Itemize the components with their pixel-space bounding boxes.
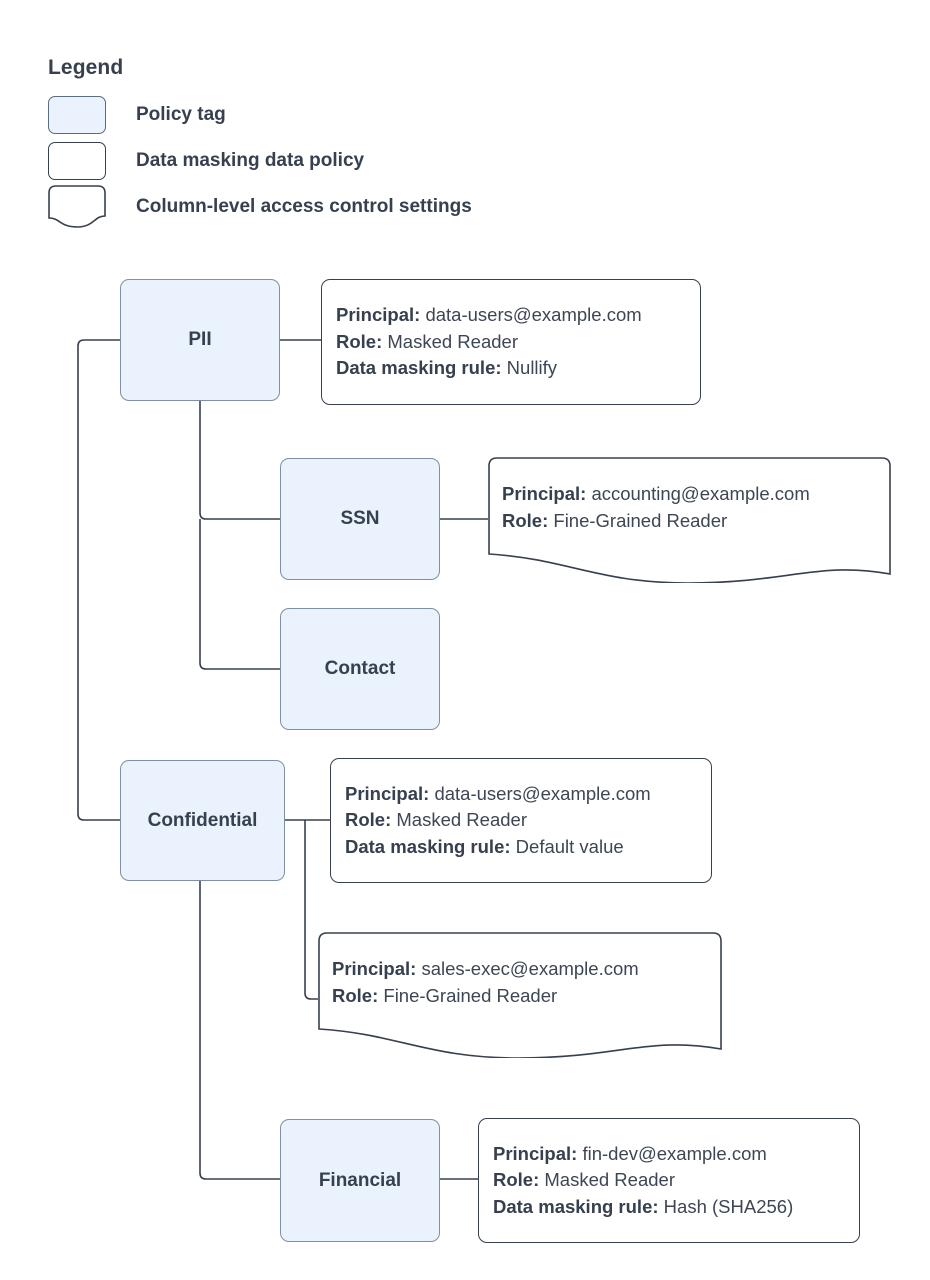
legend-item-column-access: Column-level access control settings — [48, 184, 472, 230]
policy-line: Data masking rule: Default value — [345, 834, 697, 861]
node-financial-label: Financial — [318, 1169, 402, 1191]
policy-line-value: fin-dev@example.com — [582, 1142, 767, 1164]
policy-tag-swatch-wrap — [48, 96, 106, 134]
policy-box-financial[interactable]: Principal: fin-dev@example.com Role: Mas… — [478, 1118, 860, 1243]
node-financial[interactable]: Financial — [280, 1119, 440, 1242]
policy-line-value: Masked Reader — [396, 809, 527, 831]
policy-line: Data masking rule: Nullify — [336, 355, 686, 382]
wire-root-spine — [77, 339, 120, 821]
policy-line: Role: Fine-Grained Reader — [332, 983, 708, 1010]
node-confidential[interactable]: Confidential — [120, 760, 285, 881]
policy-line-value: Default value — [515, 835, 624, 857]
data-masking-policy-swatch-wrap — [48, 142, 106, 180]
policy-tag-swatch — [48, 96, 106, 134]
node-ssn[interactable]: SSN — [280, 458, 440, 580]
policy-line-value: data-users@example.com — [425, 304, 642, 326]
data-masking-policy-swatch — [48, 142, 106, 180]
policy-line-key: Principal: — [345, 782, 430, 804]
policy-line-value: Fine-Grained Reader — [553, 509, 728, 531]
policy-line-value: Nullify — [506, 357, 558, 379]
policy-line-value: data-users@example.com — [434, 782, 651, 804]
policy-line-key: Principal: — [332, 958, 417, 979]
legend-label-policy-tag: Policy tag — [136, 104, 226, 125]
policy-line-key: Data masking rule: — [493, 1195, 659, 1217]
policy-line-key: Role: — [336, 330, 383, 352]
column-access-swatch — [48, 185, 106, 228]
policy-line: Role: Masked Reader — [336, 329, 686, 356]
policy-line-value: Masked Reader — [387, 330, 518, 352]
policy-line-value: Hash (SHA256) — [663, 1195, 794, 1217]
wire-pii-to-contact — [199, 519, 280, 670]
policy-line-key: Role: — [493, 1169, 540, 1191]
policy-line-key: Principal: — [336, 304, 421, 326]
policy-line-value: Masked Reader — [544, 1169, 675, 1191]
policy-box-pii[interactable]: Principal: data-users@example.com Role: … — [321, 279, 701, 405]
policy-line: Principal: fin-dev@example.com — [493, 1141, 845, 1168]
policy-line: Principal: accounting@example.com — [502, 481, 877, 508]
wire-confidential-to-financial — [199, 880, 280, 1180]
wavy-card-shape — [318, 932, 722, 1058]
node-pii-label: PII — [188, 329, 212, 350]
policy-line-key: Role: — [345, 809, 392, 831]
legend: Legend Policy tag Data masking data poli… — [48, 56, 472, 230]
policy-line-key: Principal: — [502, 483, 587, 504]
policy-line-value: Fine-Grained Reader — [383, 984, 558, 1006]
node-ssn-label: SSN — [340, 508, 380, 529]
node-contact[interactable]: Contact — [280, 608, 440, 730]
policy-box-confidential-access[interactable]: Principal: sales-exec@example.com Role: … — [318, 932, 722, 1058]
wavy-card-shape — [488, 457, 891, 583]
policy-box-confidential[interactable]: Principal: data-users@example.com Role: … — [330, 758, 712, 883]
policy-line-key: Data masking rule: — [336, 357, 502, 379]
wire-pii-to-ssn — [199, 401, 280, 520]
policy-line: Role: Masked Reader — [345, 807, 697, 834]
legend-label-data-masking-policy: Data masking data policy — [136, 150, 365, 171]
policy-line-key: Principal: — [493, 1142, 578, 1164]
policy-line: Principal: data-users@example.com — [345, 781, 697, 808]
column-access-swatch-wrap — [48, 185, 106, 229]
policy-line-key: Role: — [502, 509, 549, 531]
policy-line: Role: Fine-Grained Reader — [502, 508, 877, 535]
legend-item-policy-tag: Policy tag — [48, 92, 472, 138]
policy-line: Data masking rule: Hash (SHA256) — [493, 1194, 845, 1221]
node-contact-label: Contact — [324, 658, 396, 679]
policy-line: Role: Masked Reader — [493, 1167, 845, 1194]
legend-title: Legend — [48, 56, 124, 79]
node-confidential-label: Confidential — [147, 809, 258, 831]
policy-box-ssn[interactable]: Principal: accounting@example.com Role: … — [488, 457, 891, 583]
policy-line: Principal: data-users@example.com — [336, 302, 686, 329]
legend-item-data-masking-policy: Data masking data policy — [48, 138, 472, 184]
policy-line-value: accounting@example.com — [591, 483, 810, 504]
policy-line: Principal: sales-exec@example.com — [332, 956, 708, 983]
policy-line-value: sales-exec@example.com — [421, 958, 639, 979]
policy-line-key: Data masking rule: — [345, 835, 511, 857]
legend-label-column-access: Column-level access control settings — [136, 196, 472, 217]
policy-line-key: Role: — [332, 984, 379, 1006]
wire-confidential-to-access — [304, 820, 318, 1000]
node-pii[interactable]: PII — [120, 279, 280, 401]
